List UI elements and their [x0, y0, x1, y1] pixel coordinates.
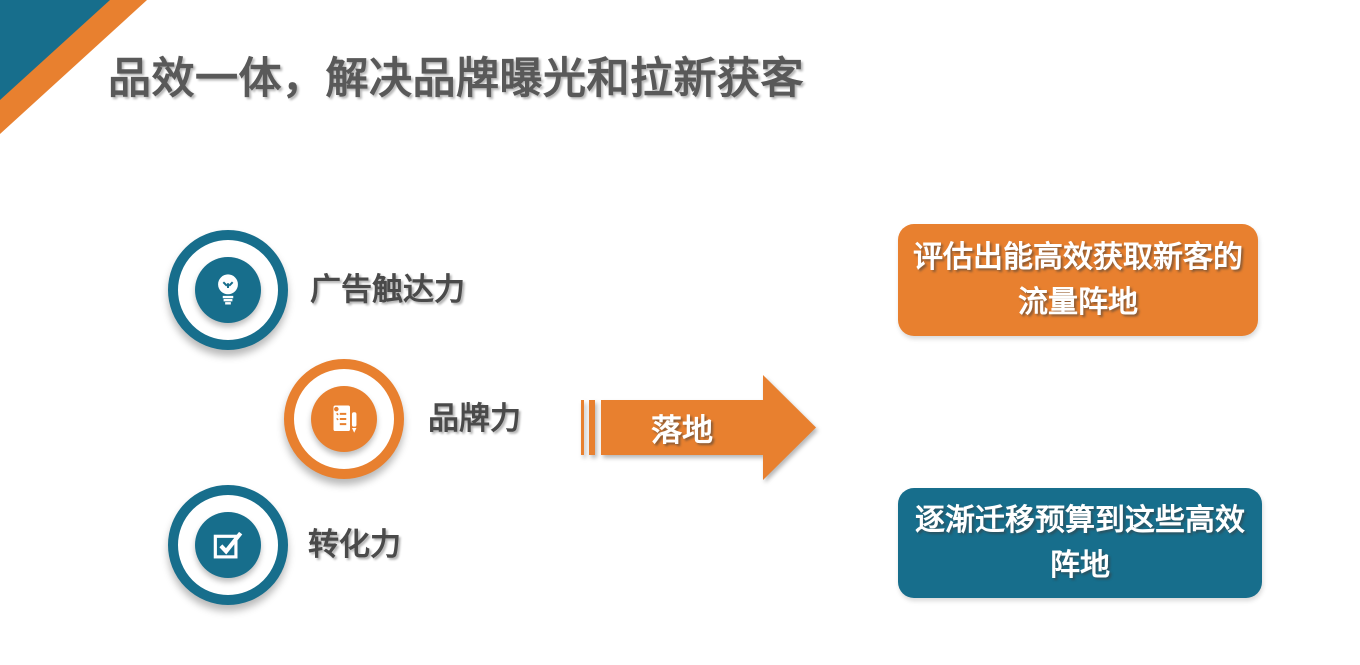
checkbox-icon	[213, 531, 243, 559]
capability-circle-conversion	[168, 485, 288, 605]
capability-circle-ad-reach	[168, 230, 288, 350]
capability-label-ad-reach: 广告触达力	[310, 272, 465, 308]
outcome-text-line: 阵地	[1050, 548, 1110, 583]
notepad-pen-icon	[333, 405, 357, 433]
lightbulb-icon	[218, 274, 238, 305]
capability-core	[195, 257, 261, 323]
capability-core	[311, 386, 377, 452]
capability-label-conversion: 转化力	[308, 527, 401, 563]
arrow-speed-stripe	[589, 400, 595, 455]
outcome-card-evaluate: 评估出能高效获取新客的 流量阵地	[898, 224, 1258, 336]
arrow-head	[763, 375, 816, 480]
outcome-card-migrate: 逐渐迁移预算到这些高效 阵地	[898, 488, 1262, 598]
capability-label-brand: 品牌力	[428, 401, 521, 437]
outcome-text-line: 流量阵地	[1018, 285, 1138, 320]
landing-arrow: 落地	[575, 370, 825, 482]
page-title: 品效一体，解决品牌曝光和拉新获客	[108, 54, 804, 104]
outcome-text-line: 逐渐迁移预算到这些高效	[915, 503, 1245, 538]
corner-accent-teal	[0, 0, 110, 100]
arrow-body: 落地	[601, 400, 763, 455]
outcome-text-line: 评估出能高效获取新客的	[913, 240, 1243, 275]
arrow-label: 落地	[651, 413, 713, 449]
arrow-speed-stripe	[581, 400, 584, 455]
capability-core	[195, 512, 261, 578]
capability-circle-brand	[284, 359, 404, 479]
